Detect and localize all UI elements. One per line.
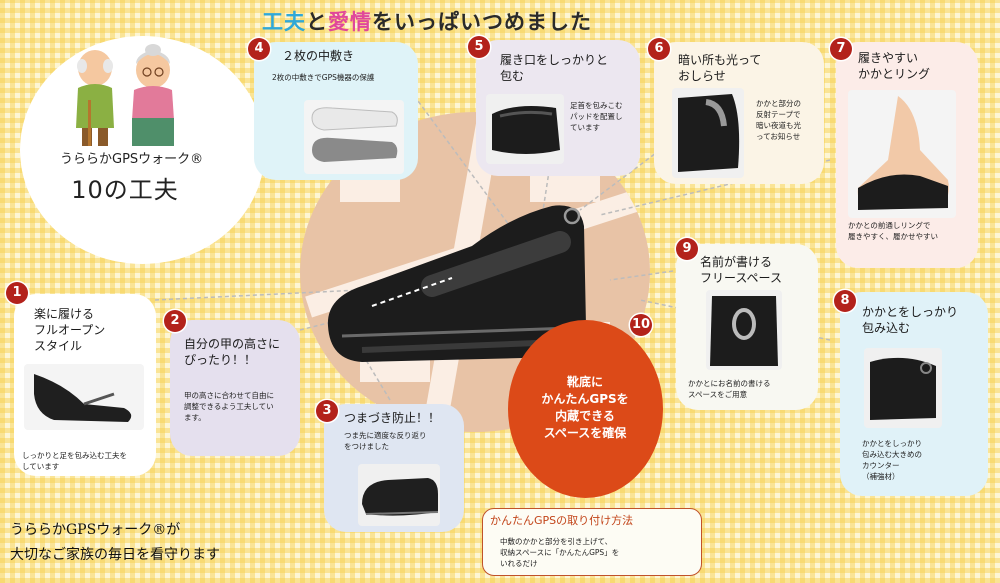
intro-title: 10の工夫 (71, 176, 179, 204)
feature-photo-8 (864, 348, 942, 428)
gps-space-text: 靴底に かんたんGPSを 内蔵できる スペースを確保 (541, 375, 629, 440)
feature-card-2: 自分の甲の高さに ぴったり！！ 甲の高さに合わせて自由に 調整できるよう工夫して… (170, 320, 300, 456)
intro-product-name: うららかGPSウォーク® (60, 152, 204, 167)
feature-photo-1 (24, 364, 144, 430)
feature-card-5: 履き口をしっかりと 包む 足首を包みこむ パッドを配置し ています (476, 40, 640, 176)
feature-photo-4 (304, 100, 404, 174)
feature-card-9: 名前が書ける フリースペース かかとにお名前の書ける スペースをご用意 (676, 244, 818, 410)
shoe-main-image (327, 205, 586, 362)
feature-number-4: 4 (248, 38, 270, 60)
feature-photo-3 (358, 464, 440, 526)
feature-number-8: 8 (834, 290, 856, 312)
feature-number-5: 5 (468, 36, 490, 58)
feature-photo-5 (486, 94, 564, 164)
feature-number-9: 9 (676, 238, 698, 260)
feature-card-1: 楽に履ける フルオープン スタイル しっかりと足を包み込む工夫を しています (14, 294, 156, 476)
feature-photo-6 (672, 88, 744, 178)
gps-space-circle (508, 320, 663, 498)
feature-number-1: 1 (6, 282, 28, 304)
feature-number-6: 6 (648, 38, 670, 60)
feature-number-3: 3 (316, 400, 338, 422)
grandparents-illustration (76, 44, 174, 146)
feature-photo-7 (848, 90, 956, 218)
feature-number-7: 7 (830, 38, 852, 60)
feature-card-8: かかとをしっかり 包み込む かかとをしっかり 包み込む大きめの カウンター （補… (840, 292, 988, 496)
footer-tagline: うららかGPSウォーク®が 大切なご家族の毎日を看守ります (10, 522, 220, 563)
feature-card-7: 履きやすい かかとリング かかとの前通しリングで 履きやすく、履かせやすい (836, 42, 978, 268)
feature-photo-9 (706, 290, 782, 370)
feature-number-2: 2 (164, 310, 186, 332)
feature-card-3: つまづき防止！！ つま先に適度な反り返り をつけました (324, 404, 464, 532)
install-description: 中敷のかかと部分を引き上げて、 収納スペースに「かんたんGPS」を いれるだけ (500, 537, 620, 568)
feature-card-6: 暗い所も光って おしらせ かかと部分の 反射テープで 暗い夜道も光 ってお知らせ (654, 42, 824, 184)
headline: 工夫と愛情をいっぱいつめました (262, 10, 592, 34)
install-box (482, 508, 702, 576)
install-title: かんたんGPSの取り付け方法 (490, 514, 634, 527)
feature-number-10: 10 (630, 314, 652, 336)
feature-card-4: ２枚の中敷き 2枚の中敷きでGPS機器の保護 (254, 42, 418, 180)
